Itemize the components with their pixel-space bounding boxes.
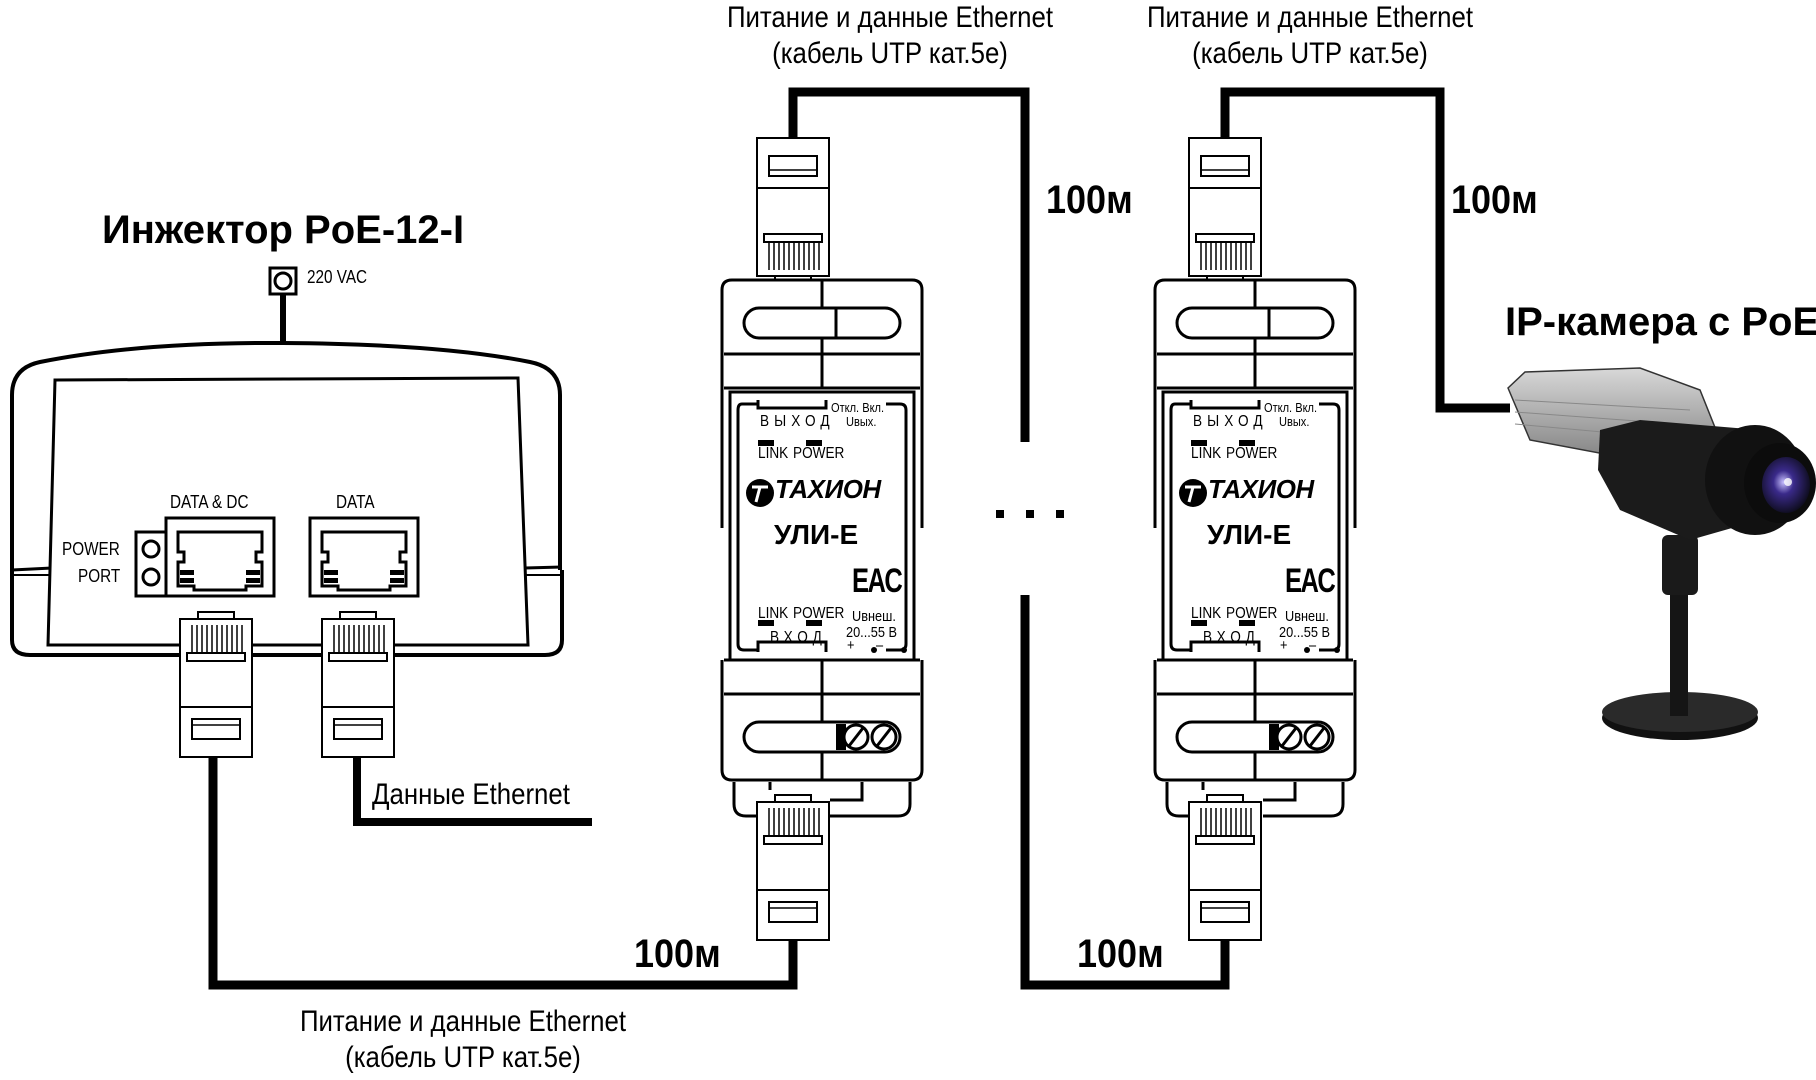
switch-sub-label: Uвых.: [846, 414, 877, 429]
model-label: УЛИ-Е: [1207, 519, 1292, 550]
switch-sub-label: Uвых.: [1279, 414, 1310, 429]
cable-caption-line1: Питание и данные Ethernet: [299, 1005, 627, 1038]
injector-body: [10, 266, 564, 657]
power-input-label: 220 VAC: [307, 267, 368, 287]
data-cable-label: Данные Ethernet: [372, 778, 570, 811]
cable-caption-top-1: Питание и данные Ethernet (кабель UTP ка…: [692, 0, 1088, 72]
led-power-label: POWER: [793, 605, 845, 622]
ip-camera-image: [1507, 367, 1816, 740]
distance-label: 100м: [1046, 178, 1133, 222]
led-link-label: LINK: [1191, 605, 1222, 622]
extender1-top-plug: [756, 137, 830, 284]
switch-label: Откл. Вкл.: [831, 400, 885, 415]
terminal-plus: +: [1280, 637, 1288, 654]
cable-injector-to-extender1: [208, 755, 798, 990]
cable-caption-line1: Питание и данные Ethernet: [726, 1, 1054, 34]
distance-label: 100м: [1451, 178, 1538, 222]
cable-caption-bottom: Питание и данные Ethernet (кабель UTP ка…: [265, 1004, 661, 1076]
power-port-label-2: PORT: [78, 566, 121, 586]
cable-data-ethernet: [353, 755, 592, 826]
led-link-label: LINK: [758, 605, 789, 622]
input-label: ВХОД: [770, 629, 827, 646]
eac-mark: EAC: [1285, 562, 1336, 600]
port-data-label: DATA: [336, 492, 375, 512]
distance-label: 100м: [634, 932, 721, 976]
led-power-label: POWER: [1226, 445, 1278, 462]
camera-title: IP-камера с PoE: [1505, 300, 1816, 344]
led-power-label: POWER: [793, 445, 845, 462]
injector-title: Инжектор PoE-12-I: [102, 208, 465, 252]
cable-caption-top-2: Питание и данные Ethernet (кабель UTP ка…: [1112, 0, 1508, 72]
eac-mark: EAC: [852, 562, 903, 600]
plug-data-dc: [180, 612, 252, 757]
ext-power-range: 20...55 В: [1279, 624, 1331, 641]
port-data-dc-label: DATA & DC: [170, 492, 249, 512]
cable-caption-line2: (кабель UTP кат.5е): [1192, 37, 1428, 70]
cable-caption-line1: Питание и данные Ethernet: [1146, 1, 1474, 34]
led-power-label: POWER: [1226, 605, 1278, 622]
cable-extender1-to-extender2: [788, 87, 1230, 990]
led-link-label: LINK: [758, 445, 789, 462]
extender1-bottom-plug: [757, 795, 829, 940]
output-label: ВЫХОД: [760, 413, 835, 430]
brand-logo: ТАХИОН: [775, 474, 881, 504]
terminal-minus: –: [876, 637, 884, 654]
extender2-top-plug: [1188, 137, 1262, 284]
plug-data: [322, 612, 394, 757]
extender2-bottom-plug: [1189, 795, 1261, 940]
power-port-label-1: POWER: [62, 539, 120, 559]
ext-power-label: Uвнеш.: [852, 608, 896, 625]
ellipsis-dots: [996, 510, 1064, 518]
ext-power-range: 20...55 В: [846, 624, 898, 641]
output-label: ВЫХОД: [1193, 413, 1268, 430]
input-label: ВХОД: [1203, 629, 1260, 646]
port-data-dc: [164, 516, 276, 598]
distance-label: 100м: [1077, 932, 1164, 976]
terminal-plus: +: [847, 637, 855, 654]
led-link-label: LINK: [1191, 445, 1222, 462]
model-label: УЛИ-Е: [774, 519, 859, 550]
cable-caption-line2: (кабель UTP кат.5е): [345, 1041, 581, 1074]
terminal-minus: –: [1309, 637, 1317, 654]
brand-logo: ТАХИОН: [1208, 474, 1314, 504]
switch-label: Откл. Вкл.: [1264, 400, 1318, 415]
ext-power-label: Uвнеш.: [1285, 608, 1329, 625]
cable-caption-line2: (кабель UTP кат.5е): [772, 37, 1008, 70]
cable-extender2-to-camera: [1220, 87, 1510, 413]
port-data: [308, 516, 420, 598]
